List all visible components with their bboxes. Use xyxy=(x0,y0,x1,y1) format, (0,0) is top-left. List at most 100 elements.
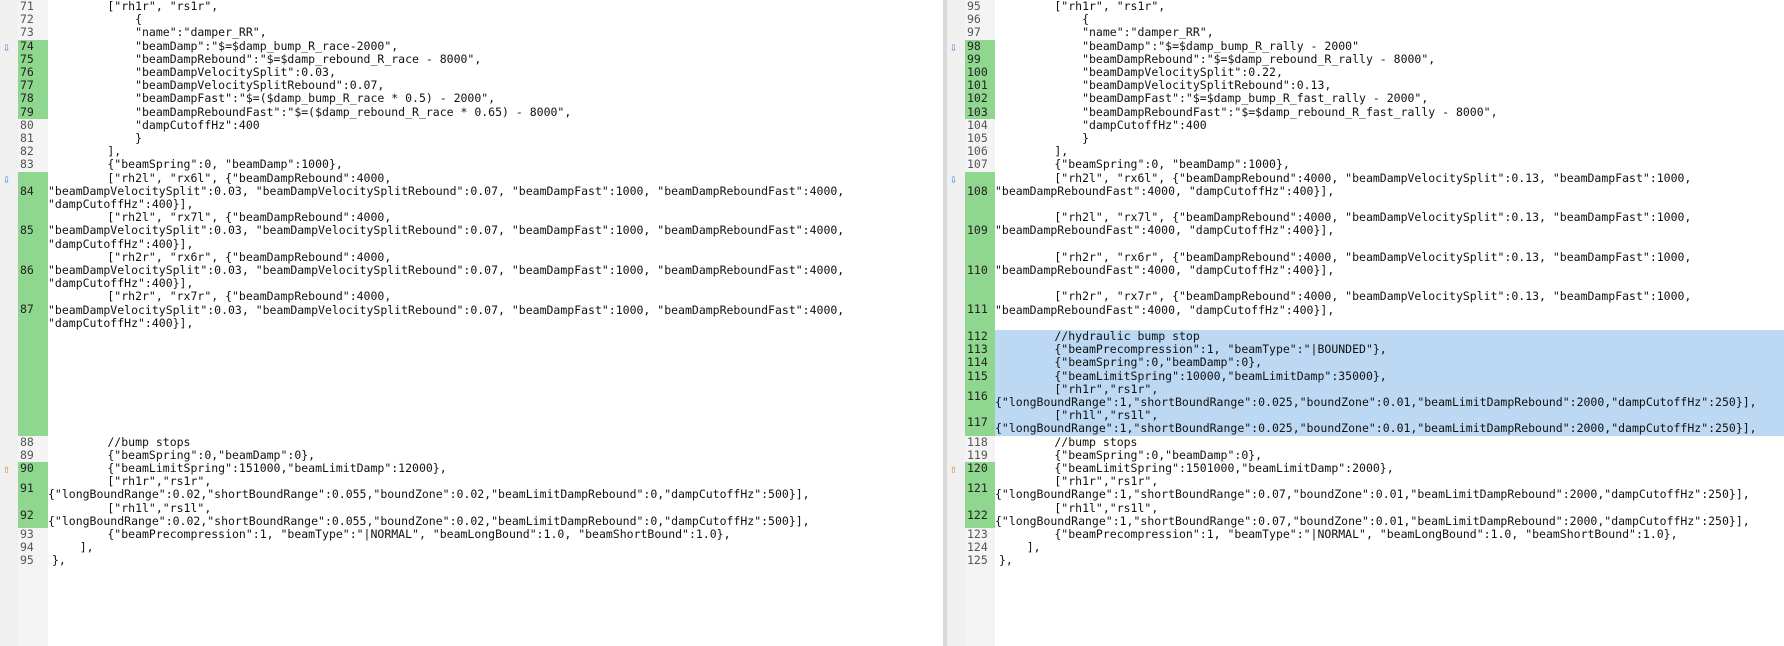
code-line: 115 {"beamLimitSpring":10000,"beamLimitD… xyxy=(947,368,1784,383)
line-number: 111 xyxy=(965,290,995,330)
line-number: 94 xyxy=(20,540,34,555)
line-number: 124 xyxy=(967,540,988,555)
code-text: ["rh1r","rs1r", xyxy=(999,381,1159,396)
code-line: 76 "beamDampVelocitySplit":0.03, xyxy=(0,65,943,80)
code-text: {"longBoundRange":1,"shortBoundRange":0.… xyxy=(995,513,1750,528)
arrow-down-icon[interactable]: ⇩ xyxy=(950,39,958,54)
code-line: 121 ["rh1r","rs1r",{"longBoundRange":1,"… xyxy=(947,474,1784,502)
diff-gap xyxy=(0,330,943,436)
code-text: ["rh2l", "rx6l", {"beamDampRebound":4000… xyxy=(52,170,392,185)
code-line: 90 {"beamLimitSpring":151000,"beamLimitD… xyxy=(0,461,943,476)
code-text: "beamDampVelocitySplit":0.22, xyxy=(999,65,1283,79)
code-text: ["rh2r", "rx6r", {"beamDampRebound":4000… xyxy=(52,249,392,264)
arrow-down-icon[interactable]: ⇩ xyxy=(950,171,958,186)
line-number: 105 xyxy=(967,131,988,145)
line-number: 107 xyxy=(967,157,988,172)
code-line: 95}, xyxy=(0,554,943,567)
code-text: {"beamLimitSpring":10000,"beamLimitDamp"… xyxy=(999,368,1387,383)
code-text: "dampCutoffHz":400 xyxy=(999,117,1207,132)
code-line: 73 "name":"damper_RR", xyxy=(0,26,943,39)
line-number: 108 xyxy=(965,171,995,212)
code-text: "beamDampReboundFast":4000, "dampCutoffH… xyxy=(995,223,1335,238)
code-line: 91 ["rh1r","rs1r",{"longBoundRange":0.02… xyxy=(0,474,943,502)
code-line: 83 {"beamSpring":0, "beamDamp":1000}, xyxy=(0,158,943,171)
code-line: 95 ["rh1r", "rs1r", xyxy=(947,0,1784,13)
line-number: 120 xyxy=(965,461,995,476)
code-line: 86 ["rh2r", "rx6r", {"beamDampRebound":4… xyxy=(0,249,943,291)
code-text: "dampCutoffHz":400}], xyxy=(48,315,194,330)
line-number: 77 xyxy=(18,78,48,93)
code-text: { xyxy=(52,12,143,27)
code-text: ], xyxy=(52,144,122,159)
code-text: ["rh1l","rs1l", xyxy=(999,408,1159,423)
code-text: "beamDamp":"$=$damp_bump_R_rally - 2000" xyxy=(999,38,1360,53)
code-line: 97 "name":"damper_RR", xyxy=(947,26,1784,39)
code-line: 117 ["rh1l","rs1l",{"longBoundRange":1,"… xyxy=(947,408,1784,436)
code-line: 89 {"beamSpring":0,"beamDamp":0}, xyxy=(0,448,943,462)
gap-gutter xyxy=(18,330,48,436)
code-line: 77 "beamDampVelocitySplitRebound":0.07, xyxy=(0,78,943,93)
code-text: "beamDampVelocitySplit":0.03, "beamDampV… xyxy=(48,183,845,198)
code-line: 81 } xyxy=(0,131,943,145)
code-line: 88 //bump stops xyxy=(0,435,943,449)
code-line: 122 ["rh1l","rs1l",{"longBoundRange":1,"… xyxy=(947,501,1784,528)
arrow-up-icon[interactable]: ⇧ xyxy=(950,462,958,476)
code-line: 82 ], xyxy=(0,144,943,159)
code-text: }, xyxy=(52,553,66,568)
line-number: 110 xyxy=(965,250,995,291)
code-line: 96 { xyxy=(947,12,1784,27)
line-number: 78 xyxy=(18,92,48,106)
line-number: 96 xyxy=(967,12,981,27)
code-text: {"beamSpring":0,"beamDamp":0}, xyxy=(999,355,1263,370)
code-line: 114 {"beamSpring":0,"beamDamp":0}, xyxy=(947,355,1784,370)
code-line: 105 } xyxy=(947,131,1784,145)
line-number: 122 xyxy=(965,501,995,528)
line-number: 114 xyxy=(965,356,995,370)
line-number: 73 xyxy=(20,25,34,40)
code-text: "beamDampFast":"$=$damp_bump_R_fast_rall… xyxy=(999,91,1429,106)
arrow-down-icon[interactable]: ⇩ xyxy=(3,171,11,186)
code-line: 113 {"beamPrecompression":1, "beamType":… xyxy=(947,342,1784,357)
code-line: 102 "beamDampFast":"$=$damp_bump_R_fast_… xyxy=(947,91,1784,106)
code-line: 92 ["rh1l","rs1l",{"longBoundRange":0.02… xyxy=(0,501,943,528)
arrow-down-icon[interactable]: ⇩ xyxy=(3,39,11,54)
code-line: 125}, xyxy=(947,554,1784,567)
line-number: 102 xyxy=(965,92,995,106)
code-text: "beamDampVelocitySplit":0.03, "beamDampV… xyxy=(48,223,845,238)
code-text: { xyxy=(999,12,1090,27)
pane-divider[interactable] xyxy=(943,0,947,646)
code-line: 74 "beamDamp":"$=$damp_bump_R_race-2000"… xyxy=(0,38,943,53)
line-number: 75 xyxy=(18,52,48,66)
code-line: 103 "beamDampReboundFast":"$=$damp_rebou… xyxy=(947,105,1784,119)
line-number: 98 xyxy=(965,39,995,53)
arrow-up-icon[interactable]: ⇧ xyxy=(3,462,11,476)
code-text: ["rh2l", "rx7l", {"beamDampRebound":4000… xyxy=(52,210,392,225)
code-line: 111 ["rh2r", "rx7r", {"beamDampRebound":… xyxy=(947,290,1784,330)
code-text: "name":"damper_RR", xyxy=(999,25,1214,40)
line-number: 71 xyxy=(20,0,34,13)
code-line: 99 "beamDampRebound":"$=$damp_rebound_R_… xyxy=(947,52,1784,66)
code-text: //hydraulic bump stop xyxy=(999,329,1200,343)
line-number: 80 xyxy=(20,117,34,132)
code-line: 72 { xyxy=(0,12,943,27)
code-text: "beamDampVelocitySplitRebound":0.13, xyxy=(999,78,1332,93)
code-text: ["rh2r", "rx7r", {"beamDampRebound":4000… xyxy=(52,289,392,304)
code-text: "beamDampReboundFast":4000, "dampCutoffH… xyxy=(995,183,1335,198)
code-text: ["rh2r", "rx7r", {"beamDampRebound":4000… xyxy=(999,289,1692,304)
right-pane[interactable]: ⇩ ⇩ ⇧ 95 ["rh1r", "rs1r",96 {97 "name":"da… xyxy=(947,0,1784,646)
code-text: "beamDamp":"$=$damp_bump_R_race-2000", xyxy=(52,38,399,53)
code-text: "dampCutoffHz":400}], xyxy=(48,276,194,291)
code-line: 84 ["rh2l", "rx6l", {"beamDampRebound":4… xyxy=(0,170,943,212)
code-text: //bump stops xyxy=(999,434,1138,449)
code-line: 123 {"beamPrecompression":1, "beamType":… xyxy=(947,527,1784,541)
code-text: ], xyxy=(52,540,94,555)
code-line: 110 ["rh2r", "rx6r", {"beamDampRebound":… xyxy=(947,250,1784,291)
inserted-highlight xyxy=(995,330,1784,344)
code-line: 100 "beamDampVelocitySplit":0.22, xyxy=(947,65,1784,80)
code-line: 78 "beamDampFast":"$=($damp_bump_R_race … xyxy=(0,92,943,106)
line-number: 84 xyxy=(18,171,48,212)
left-pane[interactable]: ⇩⇩⇧ 71 ["rh1r", "rs1r",72 {73 "name":"da… xyxy=(0,0,943,646)
code-text: {"beamPrecompression":1, "beamType":"|NO… xyxy=(999,527,1678,541)
code-line: 94 ], xyxy=(0,540,943,555)
inserted-highlight xyxy=(995,369,1784,383)
